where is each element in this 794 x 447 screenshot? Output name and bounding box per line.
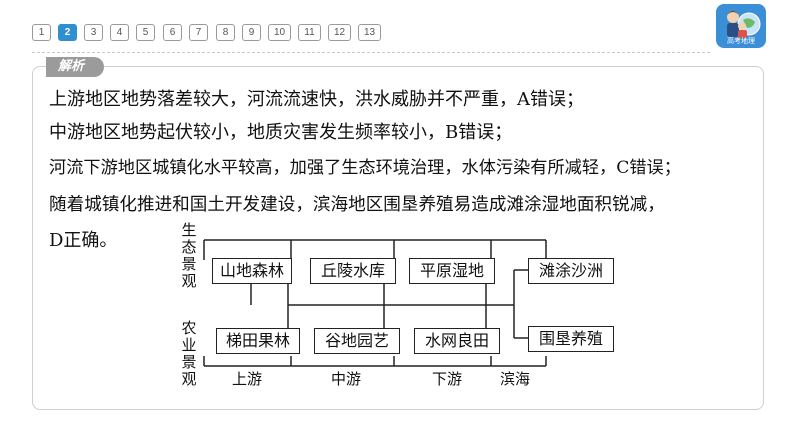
analysis-tag-label: 解析 bbox=[57, 59, 84, 74]
analysis-paragraph: 随着城镇化推进和国土开发建设，滨海地区围垦养殖易造成滩涂湿地面积锐减， bbox=[49, 195, 665, 215]
eco-box-plain-wetland: 平原湿地 bbox=[409, 258, 495, 284]
agri-box-waternet-farmland: 水网良田 bbox=[414, 328, 500, 354]
logo-text: 高考地理 bbox=[727, 37, 755, 45]
analysis-paragraph: 中游地区地势起伏较小，地质灾害发生频率较小，B错误； bbox=[49, 122, 513, 143]
page-button-11[interactable]: 11 bbox=[298, 24, 321, 41]
page-button-7[interactable]: 7 bbox=[189, 24, 208, 41]
landscape-diagram: 生态景观 农业景观 山地森林 丘陵水库 平原湿地 滩涂沙洲 梯田果林 谷地园艺 … bbox=[176, 220, 616, 398]
teachers-illustration-icon bbox=[727, 11, 761, 38]
agri-box-terrace-orchard: 梯田果林 bbox=[216, 328, 300, 354]
page-button-6[interactable]: 6 bbox=[163, 24, 182, 41]
page-button-4[interactable]: 4 bbox=[110, 24, 129, 41]
agri-box-reclamation-aquaculture: 围垦养殖 bbox=[528, 326, 614, 352]
page-button-8[interactable]: 8 bbox=[216, 24, 235, 41]
diagram-connector-lines bbox=[203, 239, 547, 367]
page-button-12[interactable]: 12 bbox=[328, 24, 351, 41]
analysis-paragraph: 上游地区地势落差较大，河流流速快，洪水威胁并不严重，A错误； bbox=[49, 89, 584, 110]
header-divider bbox=[32, 52, 710, 53]
analysis-tag: 解析 bbox=[46, 57, 104, 77]
logo: 高考地理 bbox=[716, 4, 766, 48]
eco-box-hill-reservoir: 丘陵水库 bbox=[310, 258, 396, 284]
section-coastal: 滨海 bbox=[500, 370, 531, 388]
section-midstream: 中游 bbox=[331, 370, 362, 388]
page-button-1[interactable]: 1 bbox=[32, 24, 51, 41]
eco-box-mountain-forest: 山地森林 bbox=[212, 258, 292, 284]
analysis-paragraph: 河流下游地区城镇化水平较高，加强了生态环境治理，水体污染有所减轻，C错误； bbox=[49, 158, 681, 178]
eco-box-tidal-flat: 滩涂沙洲 bbox=[528, 258, 614, 284]
analysis-paragraph: D正确。 bbox=[49, 230, 118, 251]
page-button-2[interactable]: 2 bbox=[58, 24, 77, 41]
agri-box-valley-horticulture: 谷地园艺 bbox=[314, 328, 400, 354]
page-button-5[interactable]: 5 bbox=[136, 24, 155, 41]
eco-landscape-label: 生态景观 bbox=[181, 221, 197, 290]
page-button-10[interactable]: 10 bbox=[268, 24, 291, 41]
section-downstream: 下游 bbox=[432, 370, 463, 388]
page-button-3[interactable]: 3 bbox=[84, 24, 103, 41]
page-button-9[interactable]: 9 bbox=[242, 24, 261, 41]
page-button-13[interactable]: 13 bbox=[358, 24, 381, 41]
section-upstream: 上游 bbox=[232, 370, 263, 388]
agri-landscape-label: 农业景观 bbox=[181, 319, 197, 388]
